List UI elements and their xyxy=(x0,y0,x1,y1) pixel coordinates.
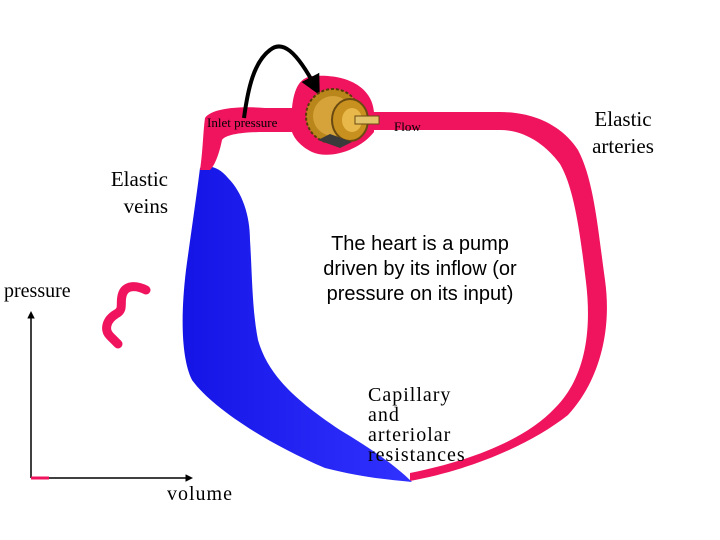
inlet-pressure-label: Inlet pressure xyxy=(207,115,278,130)
heart-pump-caption: The heart is a pump driven by its inflow… xyxy=(323,233,517,305)
gear-motor-icon xyxy=(305,88,380,148)
curved-arrow-icon xyxy=(242,44,320,119)
pressure-axis-label: pressure xyxy=(4,280,71,302)
compliance-curve xyxy=(102,282,151,349)
capillary-resistances-label: Capillary and arteriolar resistances xyxy=(368,384,466,466)
elastic-arteries-label: Elastic arteries xyxy=(592,107,654,158)
flow-label: Flow xyxy=(394,119,421,134)
elastic-veins-vessel xyxy=(182,166,412,482)
volume-axis-label: volume xyxy=(167,483,233,505)
elastic-veins-label: Elastic veins xyxy=(110,167,168,218)
